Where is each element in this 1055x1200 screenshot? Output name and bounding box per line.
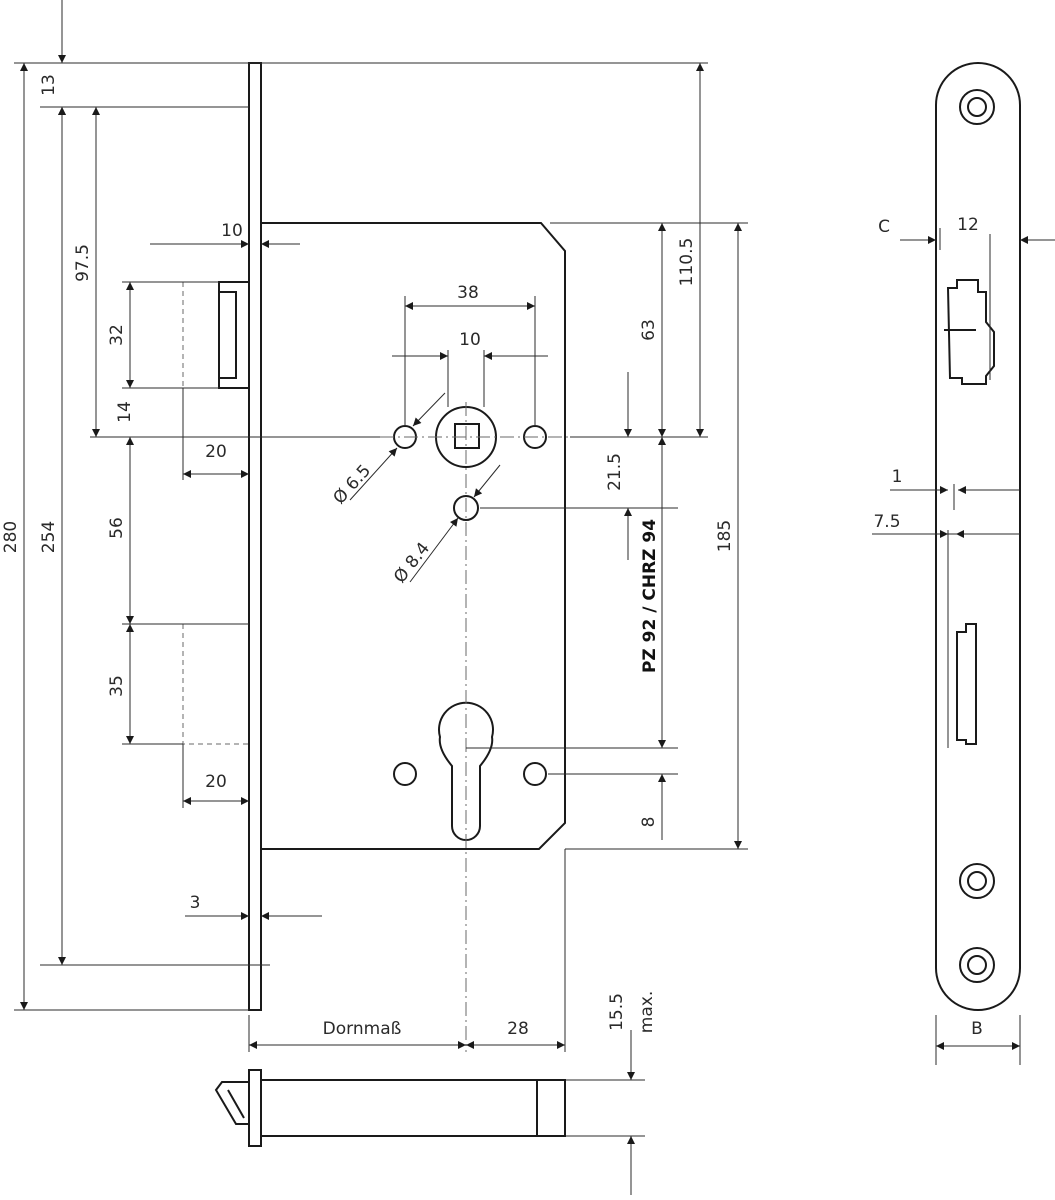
dim-10-hub: 10 [459,330,481,350]
dim-20-top: 20 [205,442,227,462]
extension-lines [14,62,748,1137]
dim-13: 13 [39,74,59,96]
dim-10-faceplate: 10 [221,221,243,241]
dim-63: 63 [639,319,659,341]
dim-14: 14 [115,401,135,423]
deadbolt-hidden-outline [182,624,249,745]
dim-8: 8 [639,817,659,828]
screw-hole-top [959,89,995,125]
dim-97-5: 97.5 [73,244,93,282]
square-spindle-hole [454,423,480,449]
dim-1: 1 [892,467,903,487]
screw-hole-bottom-right [523,762,547,786]
dim-185: 185 [715,520,735,552]
front-view [182,62,570,1052]
dim-32: 32 [107,324,127,346]
faceplate-front [935,62,1021,1011]
dim-dia-6-5: Ø 6.5 [330,461,376,508]
dim-280: 280 [1,521,21,553]
latch-opening [946,279,995,385]
dim-12: 12 [957,215,979,235]
profile-cylinder-cutout [438,701,494,841]
screw-hole-bottom-left [393,762,417,786]
top-view-latch [214,1081,249,1125]
dim-15-5: 15.5 [607,993,627,1031]
faceplate [248,62,262,1011]
dim-dornmass: Dornmaß [323,1019,402,1039]
dim-21-5: 21.5 [605,453,625,491]
latch-bolt [218,281,249,389]
dim-20-bottom: 20 [205,772,227,792]
dim-3: 3 [190,893,201,913]
top-view-case [260,1079,566,1137]
dim-28: 28 [507,1019,529,1039]
dim-56: 56 [107,517,127,539]
screw-hole-bottom [959,947,995,983]
dim-b: B [971,1019,983,1039]
faceplate-side-view [872,62,1055,1065]
dimension-lines [20,0,742,1195]
top-view [214,1069,566,1147]
lock-case [261,222,566,850]
label-pz-92-chrz-94: PZ 92 / CHRZ 94 [640,519,660,673]
dim-c: C [878,217,890,237]
dim-7-5: 7.5 [873,512,900,532]
dim-38: 38 [457,283,479,303]
fixing-hole-84 [453,495,479,521]
dim-max: max. [637,991,657,1033]
dim-110-5: 110.5 [677,238,697,287]
top-view-faceplate [248,1069,262,1147]
screw-hole-lower [959,863,995,899]
dim-254: 254 [39,521,59,553]
deadbolt-opening [956,623,977,745]
dimension-texts: 13 280 254 97.5 32 14 56 35 10 20 20 3 3… [1,74,983,1039]
dim-35: 35 [107,675,127,697]
